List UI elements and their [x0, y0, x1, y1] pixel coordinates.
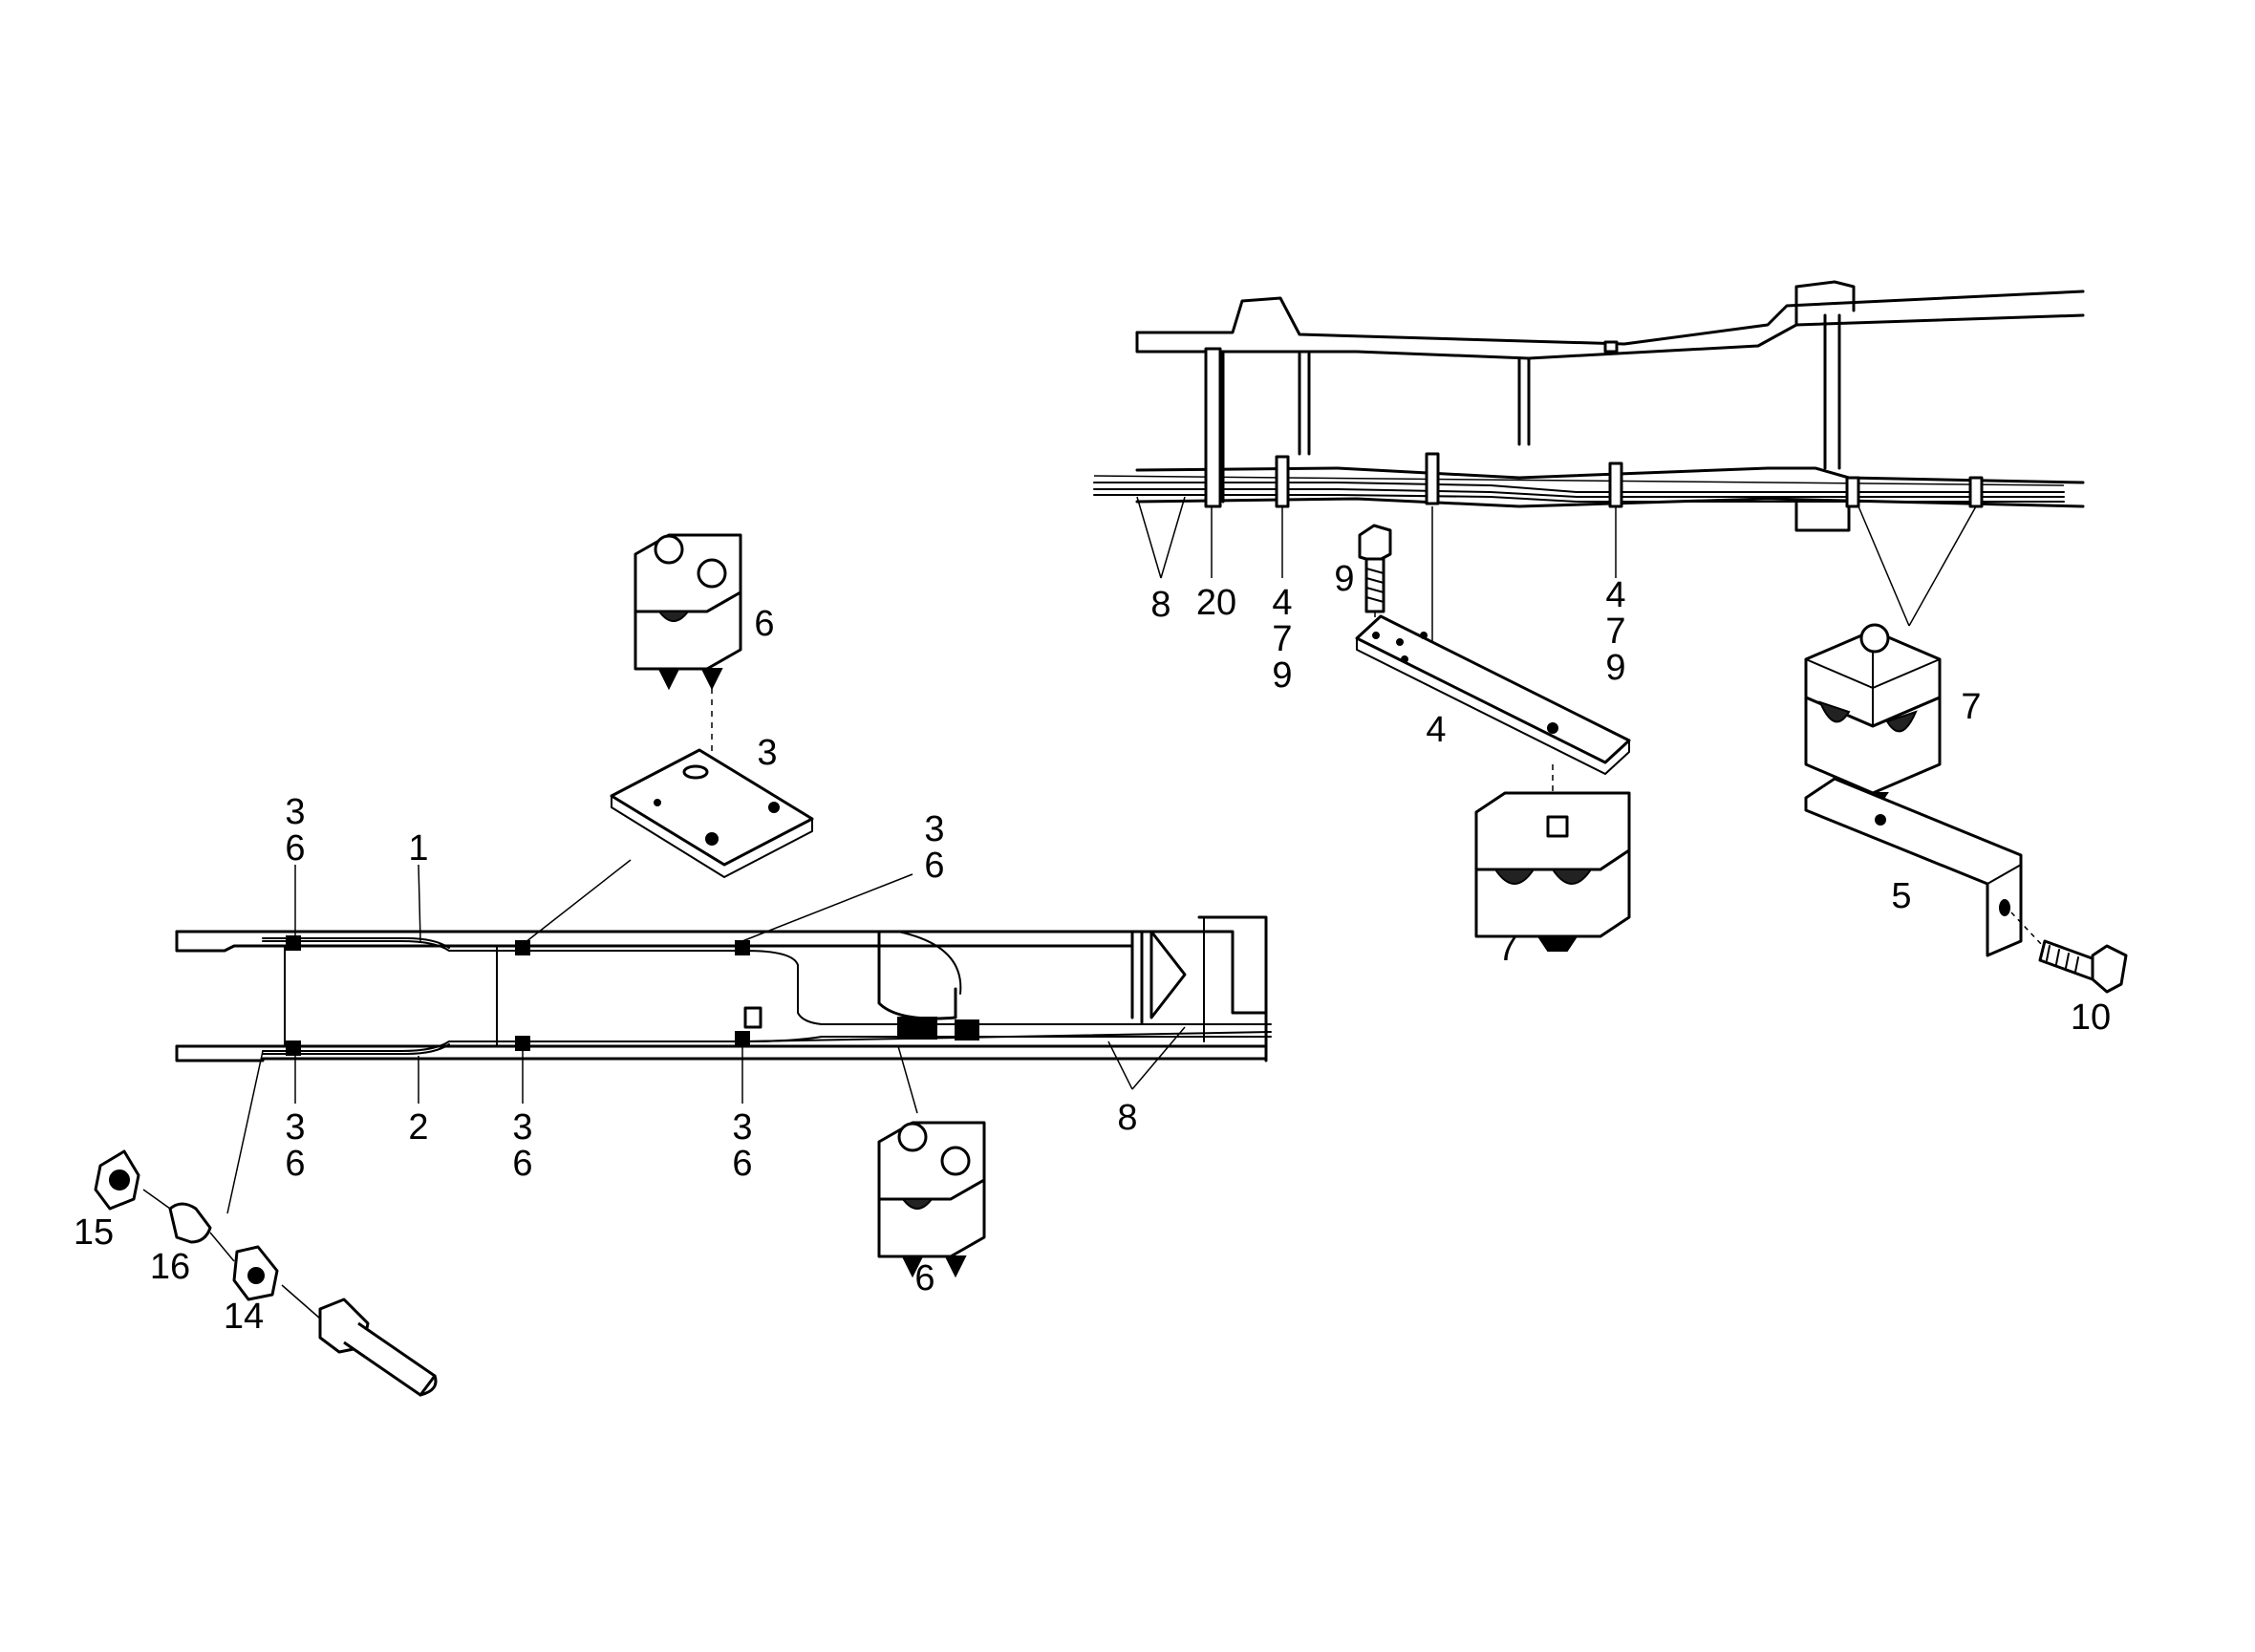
callout-3-6-top-left-a: 3 [285, 792, 305, 832]
right-frame-assembly [1093, 280, 2085, 532]
callout-4-7-9-b-7: 7 [1605, 611, 1625, 652]
callout-3-6-bot-right-a: 3 [732, 1107, 752, 1148]
callout-3-plate: 3 [757, 733, 777, 773]
callout-4-7-9-b-4: 4 [1605, 575, 1625, 615]
callout-2: 2 [408, 1107, 428, 1148]
callout-3-6-top-right-a: 3 [924, 809, 944, 849]
clamp-block-6-bottom [877, 1045, 986, 1278]
callout-3-6-bot-right-b: 6 [732, 1144, 752, 1184]
callout-7-clamp-right: 7 [1961, 687, 1981, 727]
callout-4-7-9-a-9: 9 [1272, 655, 1292, 696]
callout-labels: 3 6 1 3 6 3 6 3 6 2 3 6 3 6 8 6 15 16 14… [74, 559, 2111, 1337]
bolt-9 [1358, 524, 1392, 638]
strap-4 [1355, 614, 1631, 812]
bracket-5 [1804, 777, 2023, 957]
callout-15: 15 [74, 1212, 114, 1253]
clamp-block-7-middle [1474, 791, 1631, 952]
leader-lines-right [1136, 496, 1977, 659]
callout-20: 20 [1196, 583, 1236, 623]
callout-1: 1 [408, 828, 428, 869]
callout-16: 16 [150, 1247, 190, 1287]
bolt-10 [2010, 912, 2128, 994]
callout-9-bolt: 9 [1334, 559, 1354, 599]
callout-4-strap: 4 [1426, 710, 1446, 750]
callout-3-6-bot-left-b: 6 [285, 1144, 305, 1184]
callout-3-6-bot-mid-a: 3 [512, 1107, 532, 1148]
callout-3-6-top-left-b: 6 [285, 828, 305, 869]
plate-3 [520, 748, 814, 947]
callout-6-clamp-bottom: 6 [914, 1258, 934, 1298]
callout-14: 14 [224, 1297, 264, 1337]
callout-4-7-9-a-7: 7 [1272, 619, 1292, 659]
callout-8-right-frame: 8 [1150, 585, 1170, 625]
left-frame-assembly [175, 915, 1272, 1062]
callout-6-clamp-top: 6 [754, 604, 774, 644]
callout-10: 10 [2071, 998, 2111, 1038]
callout-7-clamp-middle: 7 [1497, 929, 1517, 969]
callout-3-6-bot-mid-b: 6 [512, 1144, 532, 1184]
fittings-assembly [94, 1050, 438, 1397]
callout-3-6-bot-left-a: 3 [285, 1107, 305, 1148]
callout-5: 5 [1891, 876, 1911, 916]
callout-3-6-top-right-b: 6 [924, 846, 944, 886]
callout-8-left-frame: 8 [1117, 1098, 1137, 1138]
clamp-block-6-top [634, 533, 742, 822]
clamp-block-7-right [1804, 623, 1942, 826]
callout-4-7-9-b-9: 9 [1605, 648, 1625, 688]
callout-4-7-9-a-4: 4 [1272, 583, 1292, 623]
leader-lines-left [294, 864, 1186, 1104]
